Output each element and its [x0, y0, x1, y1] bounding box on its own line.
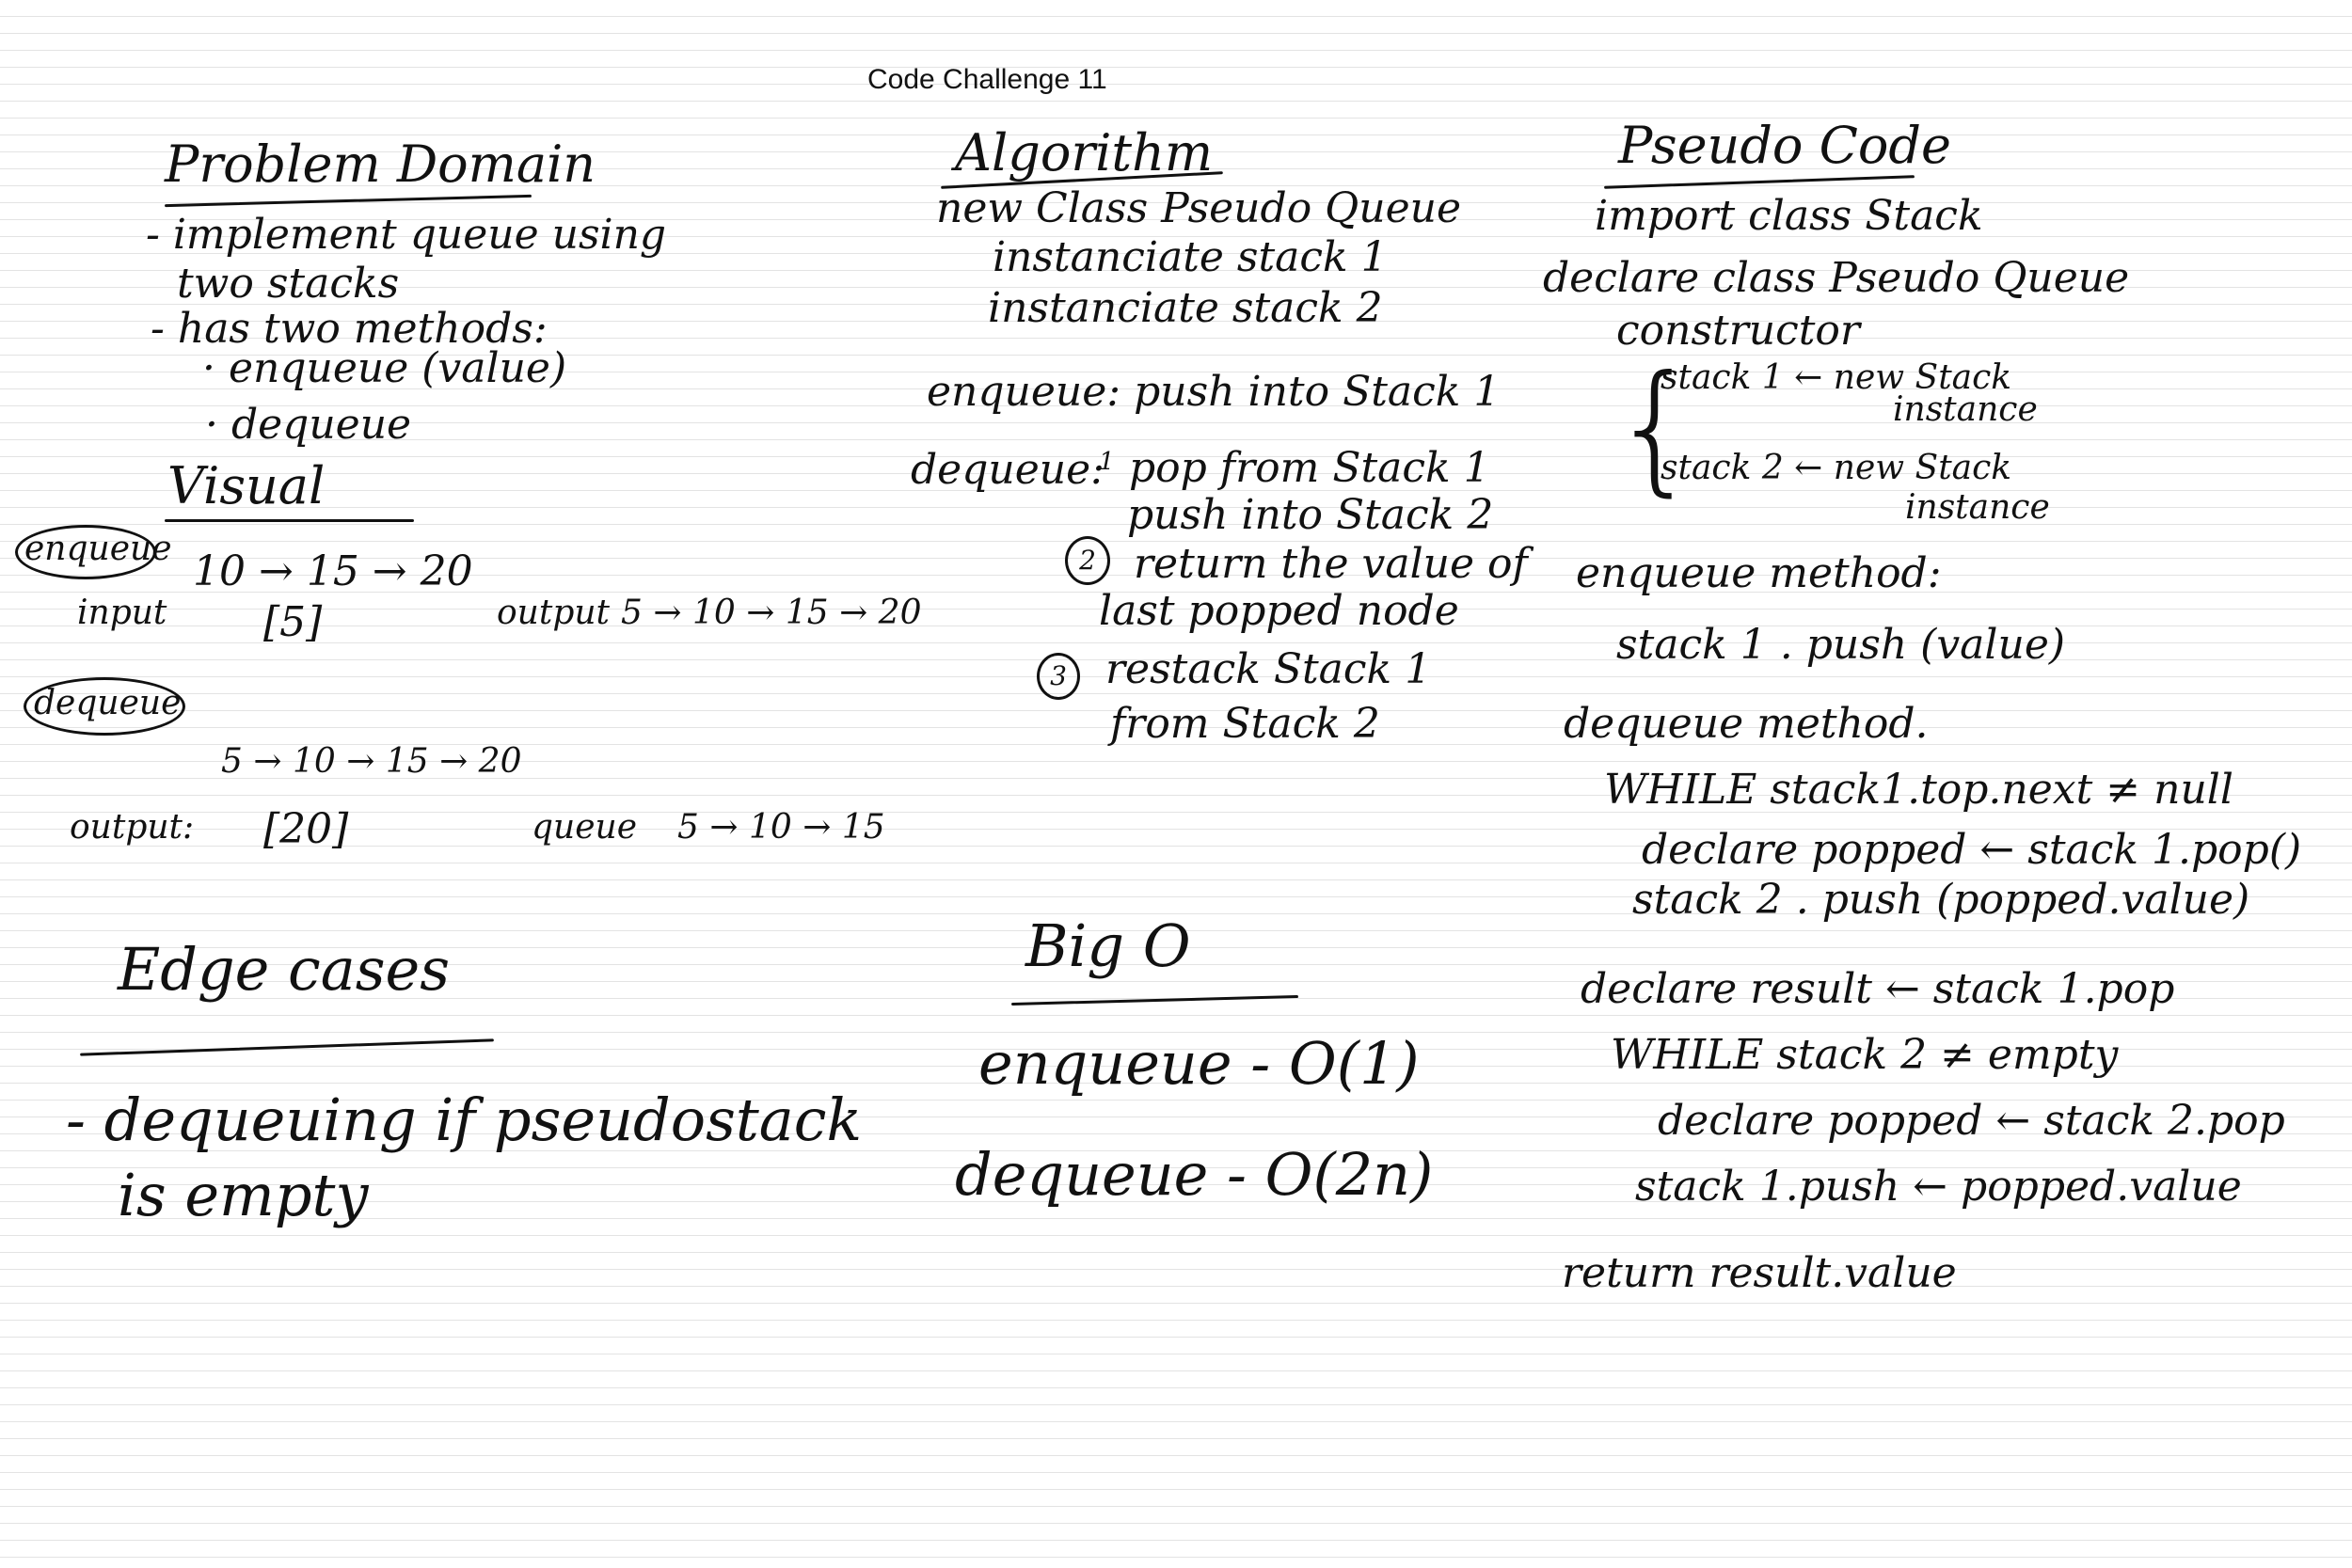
- problem-domain-line: - has two methods:: [151, 305, 548, 353]
- dequeue-output-value: [20]: [263, 805, 349, 853]
- enqueue-input-value: [5]: [263, 598, 323, 646]
- enqueue-example-queue: 10 → 15 → 20: [193, 547, 473, 595]
- pseudo-code-line: stack 1.push ← popped.value: [1635, 1163, 2242, 1211]
- pseudo-code-line: enqueue method:: [1576, 549, 1942, 597]
- problem-domain-line: · enqueue (value): [202, 344, 567, 392]
- problem-domain-line: two stacks: [177, 260, 400, 308]
- algorithm-step-line: from Stack 2: [1110, 700, 1380, 748]
- problem-domain-heading: Problem Domain: [165, 135, 596, 194]
- algorithm-enqueue-line: enqueue: push into Stack 1: [927, 368, 1501, 416]
- pseudo-code-line: stack 2 ← new Stack: [1661, 449, 2012, 487]
- pseudo-code-line: instance: [1905, 488, 2050, 527]
- dequeue-label-oval: [24, 677, 185, 736]
- edge-cases-heading: Edge cases: [118, 935, 451, 1004]
- pseudo-code-line: declare result ← stack 1.pop: [1581, 965, 2175, 1013]
- algorithm-step-number: 2: [1079, 545, 1096, 576]
- algorithm-step-number: 3: [1050, 660, 1067, 691]
- pseudo-code-line: stack 1 ← new Stack: [1661, 358, 2012, 397]
- big-o-underline: [1011, 995, 1298, 1006]
- big-o-line: enqueue - O(1): [978, 1029, 1420, 1098]
- visual-underline: [165, 519, 414, 522]
- edge-cases-underline: [80, 1038, 494, 1056]
- pseudo-code-line: declare popped ← stack 2.pop: [1658, 1097, 2285, 1145]
- algorithm-step-circle: 3: [1037, 653, 1080, 700]
- big-o-heading: Big O: [1025, 911, 1191, 980]
- algorithm-step-circle: 2: [1065, 536, 1110, 585]
- edge-cases-line: - dequeuing if pseudostack: [66, 1085, 863, 1154]
- dequeue-example-label: dequeue: [34, 684, 182, 722]
- enqueue-label-oval: [15, 525, 156, 579]
- algorithm-line: instanciate stack 2: [988, 284, 1383, 332]
- pseudo-code-underline: [1604, 175, 1915, 189]
- algorithm-step-line: restack Stack 1: [1105, 645, 1432, 693]
- algorithm-step-line: push into Stack 2: [1127, 491, 1494, 539]
- pseudo-code-line: return result.value: [1562, 1249, 1957, 1297]
- visual-heading: Visual: [167, 456, 326, 515]
- algorithm-line: new Class Pseudo Queue: [936, 184, 1461, 232]
- pseudo-code-line: WHILE stack1.top.next ≠ null: [1604, 766, 2233, 814]
- problem-domain-underline: [165, 194, 532, 208]
- page-title: Code Challenge 11: [867, 64, 1107, 95]
- algorithm-step-line: last popped node: [1099, 587, 1459, 635]
- dequeue-queue-value: 5 → 10 → 15: [677, 808, 885, 847]
- pseudo-code-line: constructor: [1616, 307, 1860, 355]
- enqueue-input-label: input: [77, 594, 167, 632]
- enqueue-output-label: output: [497, 594, 611, 632]
- pseudo-code-line: instance: [1893, 390, 2038, 429]
- pseudo-code-line: dequeue method.: [1564, 700, 1929, 748]
- pseudo-code-line: declare class Pseudo Queue: [1543, 254, 2130, 302]
- enqueue-example-label: enqueue: [24, 530, 172, 568]
- pseudo-code-line: import class Stack: [1595, 192, 1983, 240]
- edge-cases-line: is empty: [118, 1161, 369, 1229]
- algorithm-line: instanciate stack 1: [993, 233, 1388, 281]
- dequeue-queue-label: queue: [532, 808, 638, 847]
- algorithm-step-line: pop from Stack 1: [1129, 444, 1490, 492]
- dequeue-output-label: output:: [70, 808, 195, 847]
- problem-domain-line: · dequeue: [205, 401, 412, 449]
- algorithm-step-number: 1: [1099, 448, 1115, 476]
- pseudo-code-line: WHILE stack 2 ≠ empty: [1611, 1031, 2119, 1079]
- pseudo-code-line: declare popped ← stack 1.pop(): [1642, 826, 2302, 874]
- dequeue-example-queue: 5 → 10 → 15 → 20: [221, 742, 522, 781]
- algorithm-heading: Algorithm: [955, 123, 1214, 182]
- algorithm-step-line: return the value of: [1134, 540, 1528, 588]
- pseudo-code-line: stack 2 . push (popped.value): [1632, 876, 2250, 924]
- pseudo-code-line: stack 1 . push (value): [1616, 621, 2066, 669]
- pseudo-code-heading: Pseudo Code: [1618, 116, 1951, 175]
- enqueue-output-value: 5 → 10 → 15 → 20: [621, 594, 922, 632]
- algorithm-dequeue-label: dequeue:: [911, 446, 1104, 494]
- problem-domain-line: - implement queue using: [146, 211, 667, 259]
- big-o-line: dequeue - O(2n): [955, 1140, 1434, 1209]
- constructor-brace: {: [1611, 346, 1701, 510]
